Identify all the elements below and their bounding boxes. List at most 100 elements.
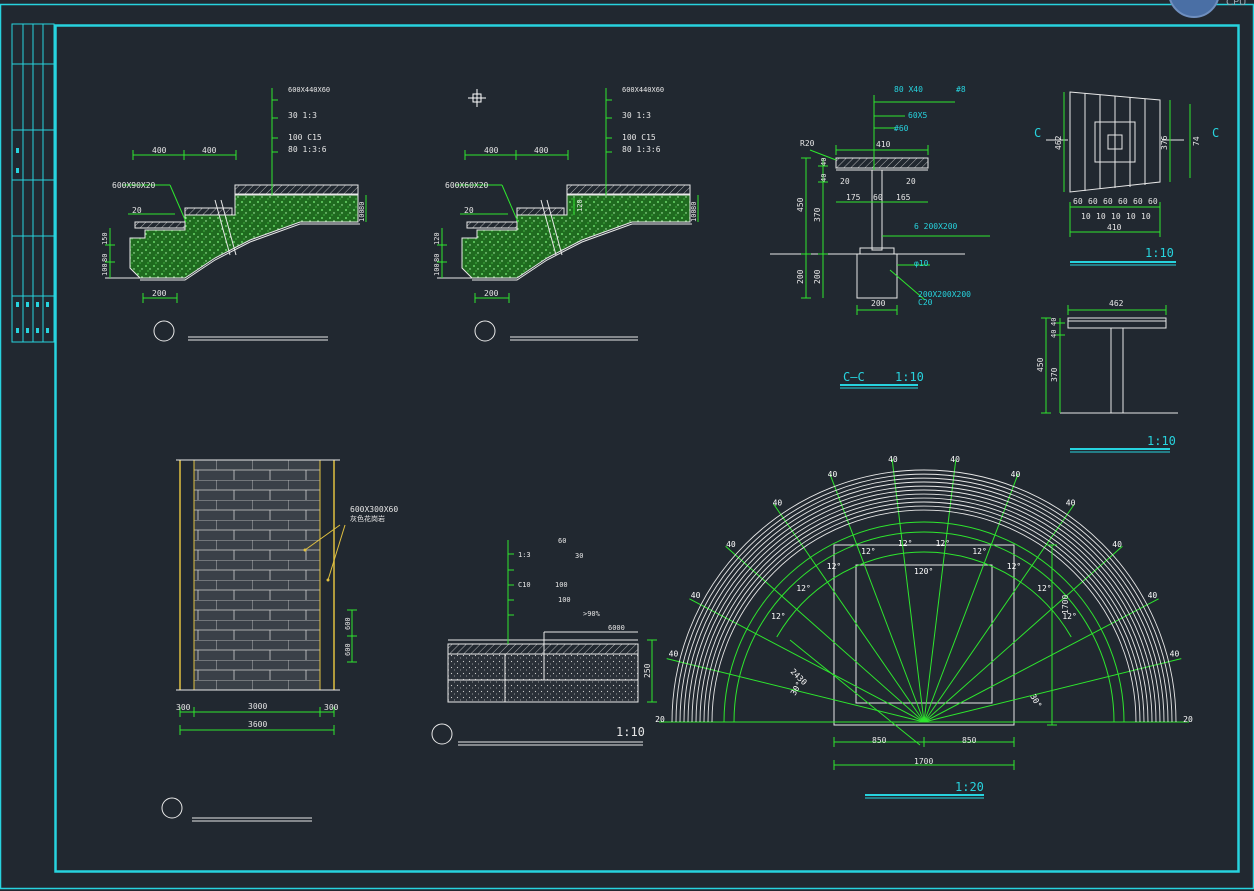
paving-label: 600X300X60 [350,505,398,514]
paving-detail-bubble [161,797,183,819]
right-label-20: 20 [464,206,474,215]
bench-plan: C C 462 376 74 60 60 60 60 60 60 10 10 1… [1034,91,1219,266]
side-dim-2: 450 [1036,357,1045,372]
bench-side-elevation: 462 40 40 450 370 1:10 [1036,299,1178,453]
left-dim-400-a: 400 [152,146,167,155]
paving-plan: 600X300X60 灰色花岗岩 600 600 300 3000 300 36… [161,459,398,822]
plan-slat-5: 60 [1148,197,1158,206]
fan-slat-width: 40 [950,455,960,464]
right-layer-0: 600X440X60 [622,86,664,94]
fan-ray [725,545,925,723]
bench-callout-2: 60X5 [908,111,927,120]
side-dim-1: 40 [1050,330,1058,338]
fan-slat-arc [711,509,1137,723]
fan-ray [891,458,925,723]
right-slab-label: 600X60X20 [445,181,489,190]
fan-ray [923,658,1182,723]
paving-dim-total: 3600 [248,720,267,729]
fan-end-right: 20 [1183,715,1193,724]
left-dim-side-0: 150 [101,232,109,245]
bench-r20: R20 [800,139,815,148]
bench-footing: 200X200X200 [918,290,971,299]
left-layer-3: 80 1:3:6 [288,145,327,154]
left-label-20: 20 [132,206,142,215]
crosshair-cursor-icon [468,89,486,107]
bench-dim-inner-1: 20 [906,177,916,186]
bench-dim-left-3: 370 [813,207,822,222]
plan-slat-0: 60 [1073,197,1083,206]
plan-slat-2: 60 [1103,197,1113,206]
plan-dim-410: 410 [1107,223,1122,232]
fan-angle-label: 12° [972,547,986,556]
plan-gap-1: 10 [1096,212,1106,221]
fan-slat-arc [699,497,1149,723]
right-dim-400-a: 400 [484,146,499,155]
fan-slat-arc [671,469,1177,723]
fan-ray [689,598,925,723]
fan-ray [923,474,1019,723]
left-dim-bottom: 200 [152,289,167,298]
right-layer-2: 100 C15 [622,133,656,142]
left-dim-side-2: 100 [101,263,109,276]
bench-dim-left-1: 40 [820,174,828,182]
left-dim-side-4: 100 [358,209,366,222]
plan-dim-74: 74 [1192,136,1201,146]
plan-mark-right: C [1212,126,1219,140]
fan-slat-width: 40 [726,540,736,549]
paving-dim-right-1: 600 [344,643,352,656]
paving-dim-bottom-2: 300 [324,703,339,712]
fan-ray [923,458,957,723]
fan-guide-arc [776,551,1072,638]
left-layer-1: 30 1:3 [288,111,317,120]
bench-dim-inner-4: 165 [896,193,911,202]
fan-angle-label: 12° [796,584,810,593]
left-dim-side-3: 80 [358,202,366,210]
bench-dim-inner-3: 60 [873,193,883,202]
fan-angle-label: 12° [1037,584,1051,593]
bench-dim-left-4: 200 [796,269,805,284]
fan-end-left: 20 [655,715,665,724]
bench-dim-410: 410 [876,140,891,149]
fan-angle-label: 12° [898,539,912,548]
left-dim-side-1: 80 [101,254,109,262]
fan-ray [773,503,925,723]
plan-scale: 1:10 [1145,246,1174,260]
fan-slat-arc [707,505,1141,723]
side-dim-0: 40 [1050,318,1058,326]
fan-slat-width: 40 [828,470,838,479]
paving-section: 1:3 C10 100 100 >90% 60 30 6000 250 1:10 [431,537,657,746]
bench-callout-3: #60 [894,124,909,133]
bench-dim-left-5: 200 [813,269,822,284]
fan-slat-width: 40 [1112,540,1122,549]
fan-slat-width: 40 [669,649,679,658]
right-dim-400-b: 400 [534,146,549,155]
fan-angle-label: 12° [771,612,785,621]
plan-slat-4: 60 [1133,197,1143,206]
fan-ray [923,503,1075,723]
fan-slat-width: 40 [888,455,898,464]
bench-plate: 6 200X200 [914,222,958,231]
fan-slat-arc [679,477,1169,723]
plan-slat-3: 60 [1118,197,1128,206]
right-dim-side-2: 100 [433,263,441,276]
bench-dim-left-0: 40 [820,158,828,166]
fan-ray [923,545,1123,723]
bench-concrete: C20 [918,298,933,307]
pave-layer-top: 60 [558,537,566,545]
fan-slat-width: 40 [1011,470,1021,479]
steps-section-right: 400 400 600X440X60 30 1:3 100 C15 80 1:3… [433,86,699,342]
side-dim-top: 462 [1109,299,1124,308]
fan-half-right: 850 [962,736,977,745]
paving-dim-right-0: 600 [344,617,352,630]
paving-dim-bottom-0: 300 [176,703,191,712]
fan-angle-label: 12° [827,562,841,571]
right-label-120: 120 [576,199,584,212]
bench-section-scale: 1:10 [895,370,924,384]
plan-gap-2: 10 [1111,212,1121,221]
fan-angle-label: 12° [936,539,950,548]
bench-callout-0: 80 X40 [894,85,923,94]
pave-dim-side: 250 [643,663,652,678]
title-block-strip [11,23,55,343]
side-dim-3: 370 [1050,367,1059,382]
